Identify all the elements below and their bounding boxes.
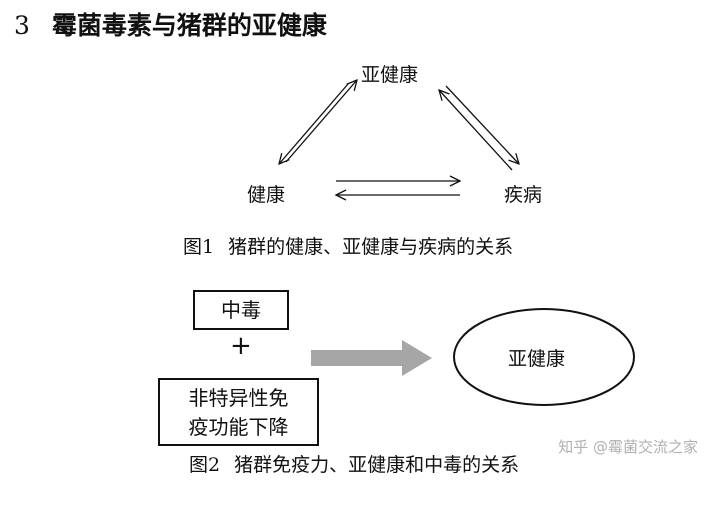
node-disease: 疾病 bbox=[504, 184, 543, 206]
figure2-caption: 图2 猪群免疫力、亚健康和中毒的关系 bbox=[189, 450, 519, 477]
arrow-subhealth-to-disease bbox=[445, 85, 519, 164]
arrow-health-to-subhealth bbox=[285, 80, 357, 163]
watermark: 知乎 @霉菌交流之家 bbox=[558, 438, 698, 456]
poisoning-box: 中毒 bbox=[193, 290, 289, 330]
immunity-decline-box: 非特异性免 疫功能下降 bbox=[158, 378, 319, 446]
immunity-decline-line2: 疫功能下降 bbox=[188, 415, 289, 439]
subhealth-ellipse bbox=[453, 308, 635, 406]
figure1-caption-text: 猪群的健康、亚健康与疾病的关系 bbox=[228, 236, 514, 258]
node-health: 健康 bbox=[247, 184, 286, 206]
section-heading: 3 霉菌毒素与猪群的亚健康 bbox=[14, 6, 327, 42]
figure1-label: 图1 bbox=[183, 236, 215, 258]
figure1-caption: 图1 猪群的健康、亚健康与疾病的关系 bbox=[183, 232, 513, 259]
node-subhealth: 亚健康 bbox=[361, 64, 419, 86]
ellipse-label: 亚健康 bbox=[508, 348, 566, 370]
section-number: 3 bbox=[14, 11, 30, 40]
plus-sign: + bbox=[230, 331, 252, 361]
figure2-caption-text: 猪群免疫力、亚健康和中毒的关系 bbox=[234, 454, 520, 476]
immunity-decline-line1: 非特异性免 bbox=[188, 386, 289, 410]
figure2-label: 图2 bbox=[189, 454, 221, 476]
grey-arrow bbox=[311, 340, 432, 376]
arrow-disease-to-subhealth bbox=[439, 90, 513, 171]
arrow-subhealth-to-health bbox=[279, 83, 349, 164]
section-title: 霉菌毒素与猪群的亚健康 bbox=[51, 11, 327, 40]
